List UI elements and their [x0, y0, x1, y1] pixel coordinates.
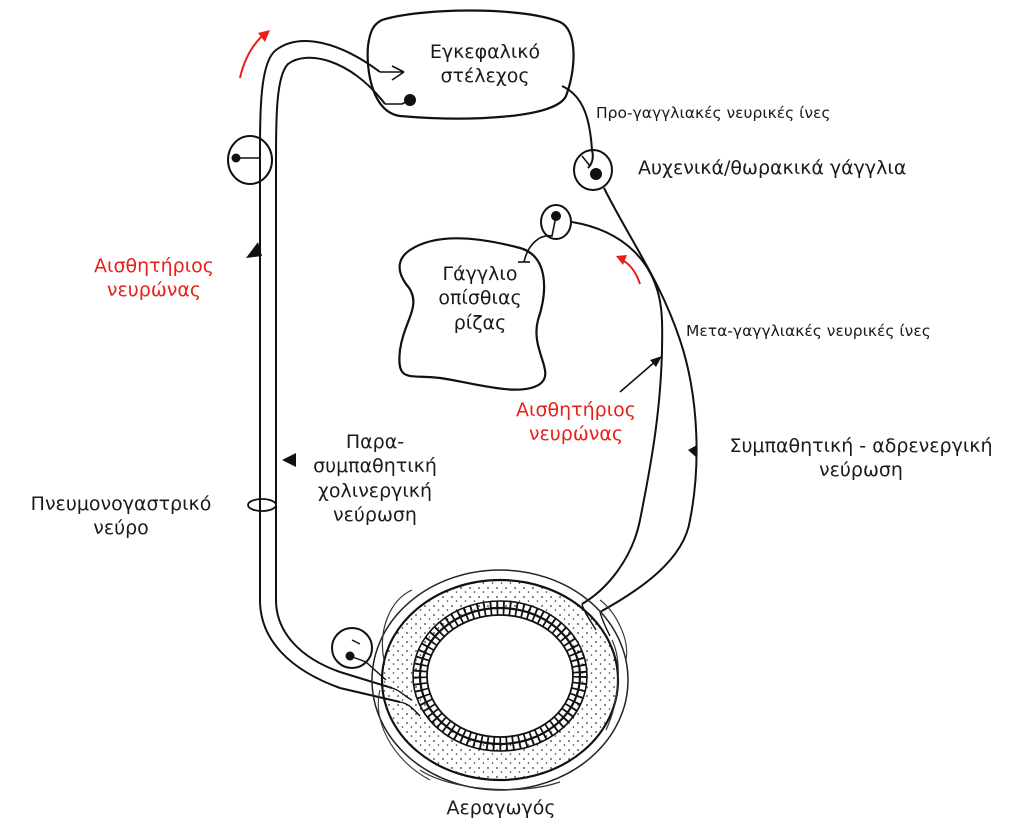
- sympathetic-label: Συμπαθητική - αδρενεργική νεύρωση: [702, 434, 1020, 483]
- red-arrow-left: [240, 36, 262, 78]
- arrowhead-sympathetic: [688, 445, 697, 458]
- parasympathetic-label: Παρα- συμπαθητική χολινεργική νεύρωση: [300, 430, 450, 527]
- preganglionic-fibre: [562, 86, 593, 168]
- airway-label: Αεραγωγός: [416, 796, 586, 820]
- vagus-nerve-outer: [260, 41, 400, 702]
- pointer-arrow-sensory-right: [620, 360, 657, 392]
- airway-cross-section: [372, 570, 628, 790]
- red-arrow-right: [622, 260, 640, 284]
- sensory-neuron-right-label: Αισθητήριος νευρώνας: [506, 398, 646, 447]
- brainstem-label: Εγκεφαλικό στέλεχος: [420, 40, 550, 89]
- ganglia-label: Αυχενικά/θωρακικά γάγγλια: [638, 156, 906, 180]
- dorsal-root-ganglion-label: Γάγγλιο οπίσθιας ρίζας: [420, 262, 540, 335]
- vagus-nerve-inner: [276, 58, 392, 688]
- postganglionic-label: Μετα-γαγγλιακές νευρικές ίνες: [686, 322, 931, 342]
- vagus-ring: [248, 499, 276, 511]
- preganglionic-label: Προ-γαγγλιακές νευρικές ίνες: [596, 104, 830, 124]
- vagus-nerve-label: Πνευμονογαστρικό νεύρο: [8, 492, 234, 541]
- sensory-neuron-left-label: Αισθητήριος νευρώνας: [84, 254, 224, 303]
- dorsal-root-small-ganglion: [541, 205, 571, 239]
- arrowhead-parasympathetic: [282, 453, 296, 467]
